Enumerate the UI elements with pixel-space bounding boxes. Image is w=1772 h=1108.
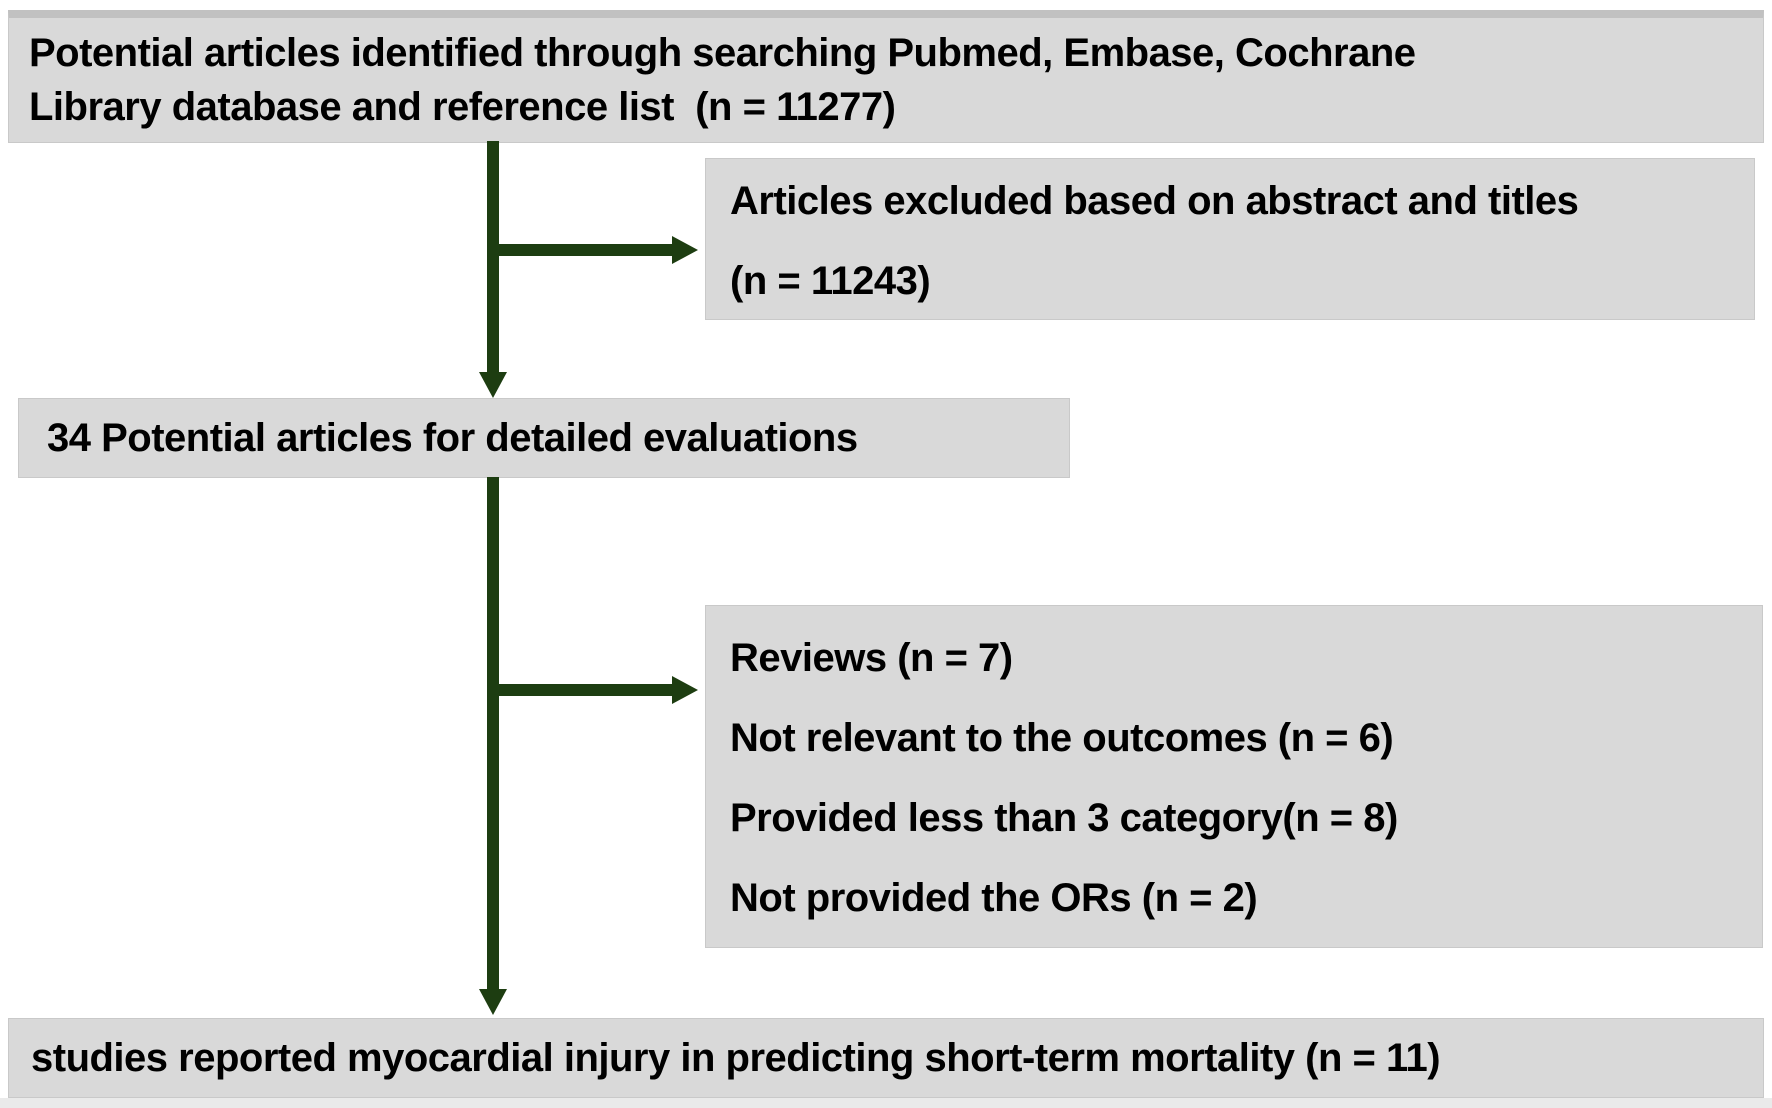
arrow-line-detailed-to-included (487, 477, 499, 991)
box-text-line: 34 Potential articles for detailed evalu… (47, 415, 858, 460)
box-exclusion-reasons: Reviews (n = 7) Not relevant to the outc… (705, 605, 1763, 948)
box-text-line: Not provided the ORs (n = 2) (730, 876, 1258, 920)
box-text-line: (n = 11243) (730, 259, 931, 303)
box-text-line: studies reported myocardial injury in pr… (31, 1035, 1441, 1080)
box-detailed-evaluations: 34 Potential articles for detailed evalu… (18, 398, 1070, 478)
box-text-line: Provided less than 3 category(n = 8) (730, 796, 1398, 840)
box-included-studies: studies reported myocardial injury in pr… (8, 1018, 1764, 1098)
arrowhead-down-icon (479, 989, 507, 1015)
box-text-line: Library database and reference list (n =… (29, 85, 896, 129)
arrowhead-down-icon (479, 372, 507, 398)
arrow-line-branch-excluded-abstract (487, 244, 674, 256)
figure-bottom-edge (0, 1098, 1772, 1108)
box-text-line: Potential articles identified through se… (29, 31, 1416, 75)
arrow-line-branch-excluded-detailed (487, 684, 674, 696)
box-excluded-abstract-titles: Articles excluded based on abstract and … (705, 158, 1755, 320)
box-text-line: Articles excluded based on abstract and … (730, 179, 1579, 223)
arrow-line-identified-to-detailed (487, 141, 499, 374)
box-articles-identified: Potential articles identified through se… (8, 10, 1764, 143)
box-text-line: Reviews (n = 7) (730, 636, 1013, 680)
arrowhead-right-icon (672, 236, 698, 264)
box-text-line: Not relevant to the outcomes (n = 6) (730, 716, 1394, 760)
arrowhead-right-icon (672, 676, 698, 704)
